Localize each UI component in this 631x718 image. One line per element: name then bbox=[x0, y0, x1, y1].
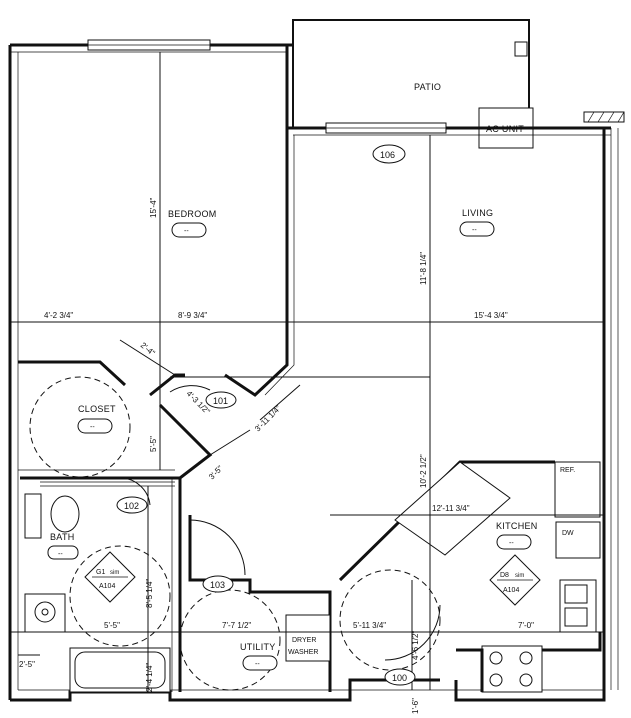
dim-entry-depth: 4'-6 1/2" bbox=[411, 631, 420, 660]
dim-bedroom-right: 8'-9 3/4" bbox=[178, 311, 207, 320]
tag-kitchen: -- bbox=[509, 540, 514, 547]
bath-elev-num: G1 bbox=[96, 569, 105, 576]
dim-bath-height: 8'-5 1/4" bbox=[145, 579, 154, 608]
elevation-markers: G1 sim A104 D8 sim A104 bbox=[84, 551, 541, 606]
door-tag-101: 101 bbox=[213, 396, 228, 406]
dimension-lines bbox=[10, 52, 604, 692]
windows bbox=[87, 39, 447, 134]
label-living: LIVING bbox=[462, 208, 493, 218]
interior-walls bbox=[18, 135, 602, 693]
bath-elev-sim: sim bbox=[110, 570, 119, 576]
label-washer: WASHER bbox=[288, 649, 318, 656]
label-patio: PATIO bbox=[414, 82, 441, 92]
toilet-tank bbox=[24, 493, 42, 539]
dim-kitchen-width: 7'-0" bbox=[518, 621, 534, 630]
bath-elev-sheet: A104 bbox=[99, 583, 115, 590]
door-tag-103: 103 bbox=[210, 580, 225, 590]
dim-bath-width: 5'-5" bbox=[104, 621, 120, 630]
label-kitchen: KITCHEN bbox=[496, 521, 538, 531]
dim-bedroom-left: 4'-2 3/4" bbox=[44, 311, 73, 320]
label-bath: BATH bbox=[50, 532, 75, 542]
kitchen-elev-sim: sim bbox=[515, 573, 524, 579]
dim-living-depth: 11'-8 1/4" bbox=[419, 252, 428, 285]
kitchen-elev-num: D8 bbox=[500, 572, 509, 579]
tag-bedroom: -- bbox=[184, 228, 189, 235]
bath-fixtures bbox=[24, 481, 175, 693]
room-labels: PATIO AC UNIT BEDROOM LIVING CLOSET BATH… bbox=[50, 82, 575, 656]
dim-closet-depth: 5'-5" bbox=[149, 436, 158, 452]
door-swings bbox=[29, 376, 441, 691]
toilet-bowl bbox=[50, 495, 80, 533]
label-bedroom: BEDROOM bbox=[168, 209, 217, 219]
tag-living: -- bbox=[472, 227, 477, 234]
dim-hall-diag2: 3'-11 1/4" bbox=[253, 404, 283, 434]
tag-closet: -- bbox=[90, 424, 95, 431]
bathtub bbox=[69, 647, 171, 693]
dim-tub-small: 2'-5" bbox=[19, 660, 35, 669]
dim-entry-width: 5'-11 3/4" bbox=[353, 621, 386, 630]
dim-living-width: 15'-4 3/4" bbox=[474, 311, 508, 320]
door-tag-100: 100 bbox=[392, 673, 407, 683]
dimension-labels: 15'-4" 4'-2 3/4" 8'-9 3/4" 15'-4 3/4" 11… bbox=[19, 197, 534, 714]
dim-closet-diag: 2'-4" bbox=[139, 341, 157, 358]
label-dryer: DRYER bbox=[292, 637, 316, 644]
door-tags: 106 101 102 103 100 bbox=[116, 144, 416, 686]
vanity bbox=[24, 593, 66, 633]
dim-hall-small: 3'-5" bbox=[207, 464, 225, 482]
label-ref: REF. bbox=[560, 467, 575, 474]
kitchen-elev-sheet: A104 bbox=[503, 587, 519, 594]
tag-utility: -- bbox=[255, 661, 260, 668]
label-closet: CLOSET bbox=[78, 404, 116, 414]
dim-utility-width: 7'-7 1/2" bbox=[222, 621, 251, 630]
dim-bedroom-depth: 15'-4" bbox=[149, 197, 158, 218]
dim-tub-depth: 2'-4 1/4" bbox=[145, 663, 154, 692]
exterior-walls bbox=[8, 43, 625, 702]
dim-kitchen-depth: 10'-2 1/2" bbox=[419, 454, 428, 488]
tag-bath: -- bbox=[58, 551, 63, 558]
label-ac-unit: AC UNIT bbox=[486, 124, 524, 134]
door-tag-106: 106 bbox=[380, 150, 395, 160]
label-dw: DW bbox=[562, 530, 574, 537]
room-tags: -- -- -- -- -- -- bbox=[47, 221, 532, 671]
dim-kitchen-diag: 12'-11 3/4" bbox=[432, 504, 470, 513]
door-tag-102: 102 bbox=[124, 501, 139, 511]
dim-entry-small: 1'-6" bbox=[411, 698, 420, 714]
label-utility: UTILITY bbox=[240, 642, 276, 652]
